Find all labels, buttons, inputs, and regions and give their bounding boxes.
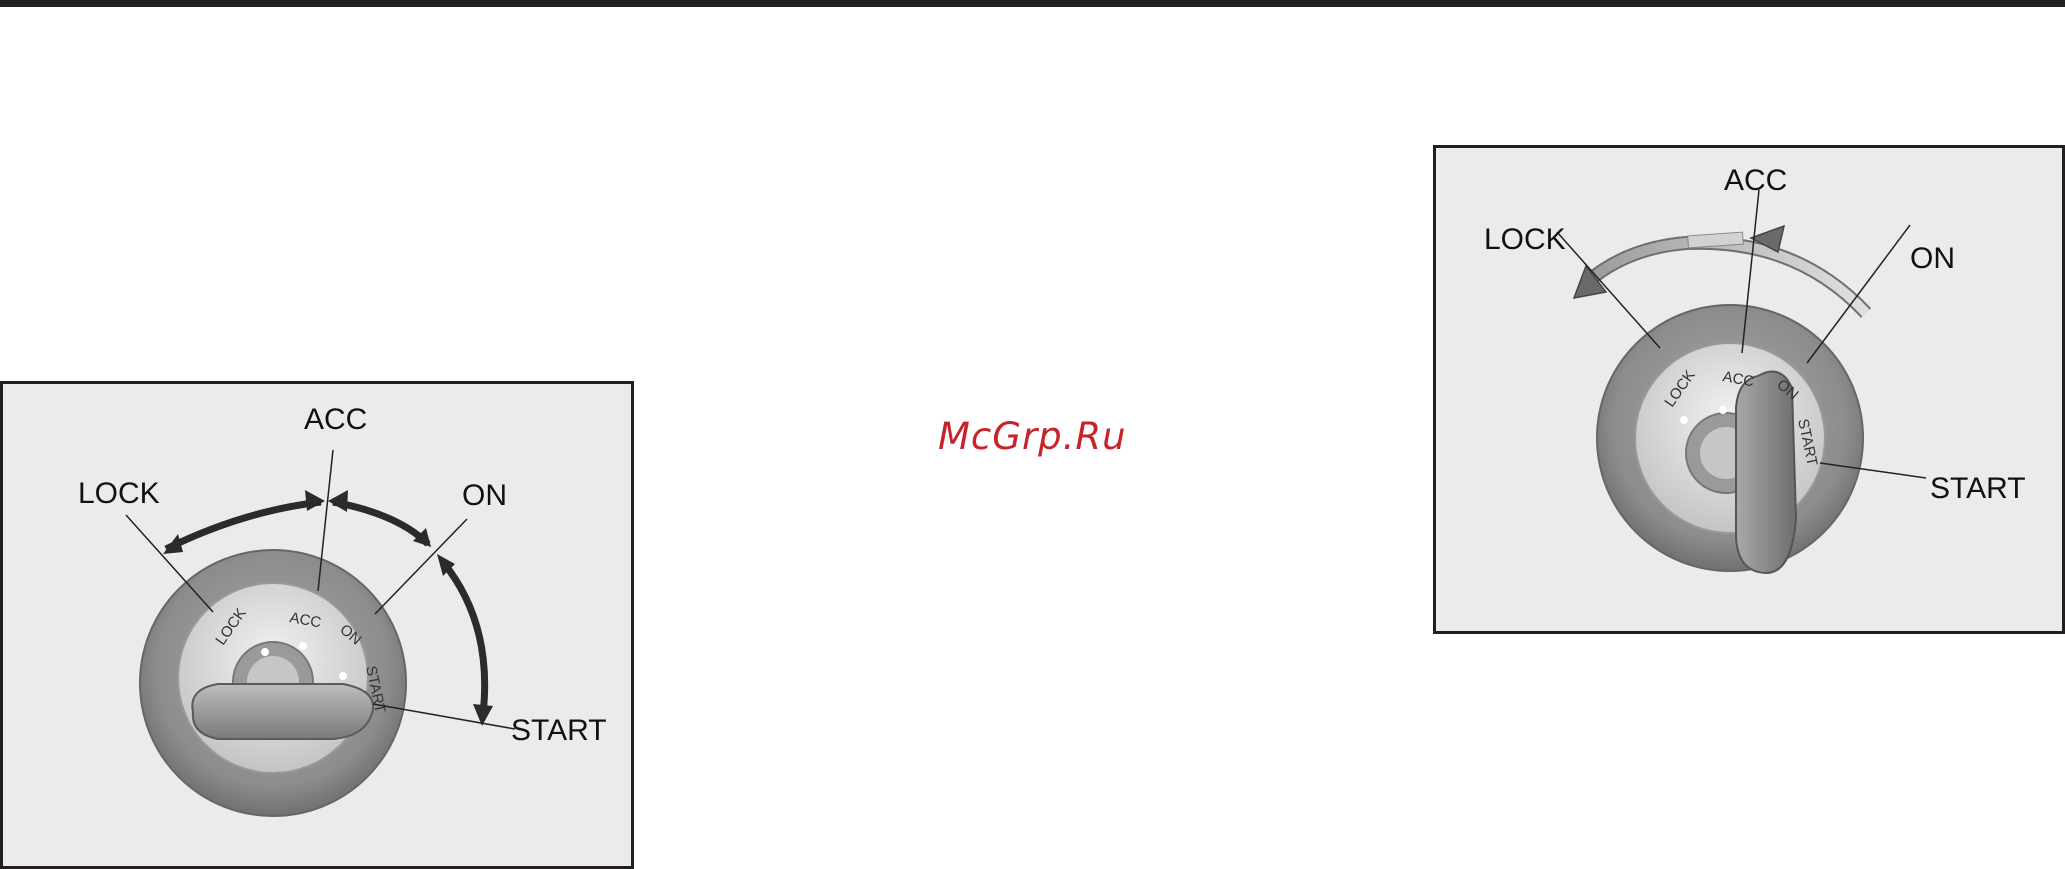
arrow-on-start: [443, 562, 485, 714]
leader-line-lock: [126, 515, 213, 612]
ignition-switch-illustration-left: LOCK ACC ON START: [3, 384, 631, 866]
arrow-on-lock: [1586, 243, 1866, 313]
callout-acc: ACC: [1724, 166, 1787, 196]
arrow-lock-acc: [166, 502, 321, 549]
callout-start: START: [1930, 474, 2026, 504]
arrowhead: [163, 534, 183, 554]
key-head: [1736, 372, 1796, 573]
figure-ignition-switch-right: LOCK ACC ON START LOCK ACC ON START: [1433, 145, 2065, 634]
callout-acc: ACC: [304, 405, 367, 435]
watermark-text: McGrp.Ru: [938, 415, 1127, 458]
callout-lock: LOCK: [78, 479, 160, 509]
ignition-switch-illustration-right: LOCK ACC ON START: [1436, 148, 2062, 631]
figure-ignition-switch-left: LOCK ACC ON START LOCK ACC ON START: [0, 381, 634, 869]
dial-dot: [299, 642, 307, 650]
callout-on: ON: [462, 481, 507, 511]
arrowhead: [305, 490, 325, 511]
leader-line-on: [1807, 225, 1910, 363]
top-rule: [0, 0, 2065, 7]
callout-lock: LOCK: [1484, 225, 1566, 255]
callout-start: START: [511, 716, 607, 746]
key-head: [192, 684, 373, 739]
dial-dot: [261, 648, 269, 656]
dial-dot: [1719, 406, 1727, 414]
dial-dot: [1680, 416, 1688, 424]
arrowhead: [328, 490, 348, 512]
callout-on: ON: [1910, 244, 1955, 274]
dial-dot: [339, 672, 347, 680]
arrow-acc-on: [333, 502, 428, 544]
